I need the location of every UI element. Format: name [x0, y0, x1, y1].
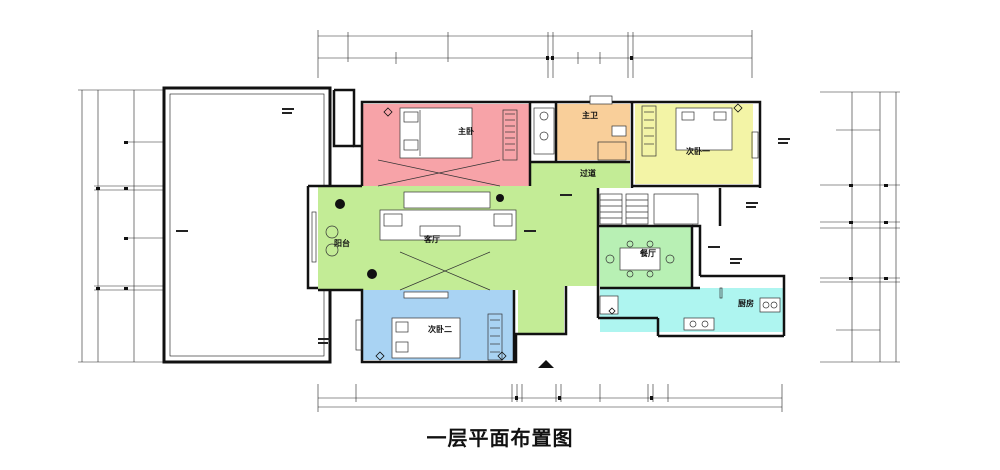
plant-icons: [335, 194, 504, 279]
kitchen-label: 厨房: [738, 298, 754, 308]
diamond-markers: [375, 103, 743, 361]
dining-room-label: 餐厅: [639, 248, 656, 258]
balcony-label: 阳台: [334, 238, 350, 248]
plant-icon: [496, 194, 504, 202]
room-labels: 主卧 主卫 次卧一 过道 客厅 阳台 餐厅 厨房 次卧二: [334, 110, 754, 334]
entrance-arrow-icon: [538, 360, 554, 368]
annotation-marks: [176, 108, 790, 344]
dimension-ticks: [96, 56, 888, 400]
left-terrace: [162, 86, 332, 364]
living-room-label: 客厅: [423, 234, 440, 244]
master-bath-label: 主卫: [582, 110, 598, 120]
master-bedroom-label: 主卧: [458, 126, 474, 136]
bedroom-one-label: 次卧一: [686, 146, 710, 156]
walls: [306, 88, 786, 364]
plant-icon: [335, 199, 345, 209]
corridor-label: 过道: [580, 168, 596, 178]
plan-caption: 一层平面布置图: [426, 426, 574, 450]
plant-icon: [367, 269, 377, 279]
living-room-area: [318, 162, 630, 334]
bedroom-two-label: 次卧二: [428, 324, 452, 334]
interior-details: [311, 95, 781, 361]
